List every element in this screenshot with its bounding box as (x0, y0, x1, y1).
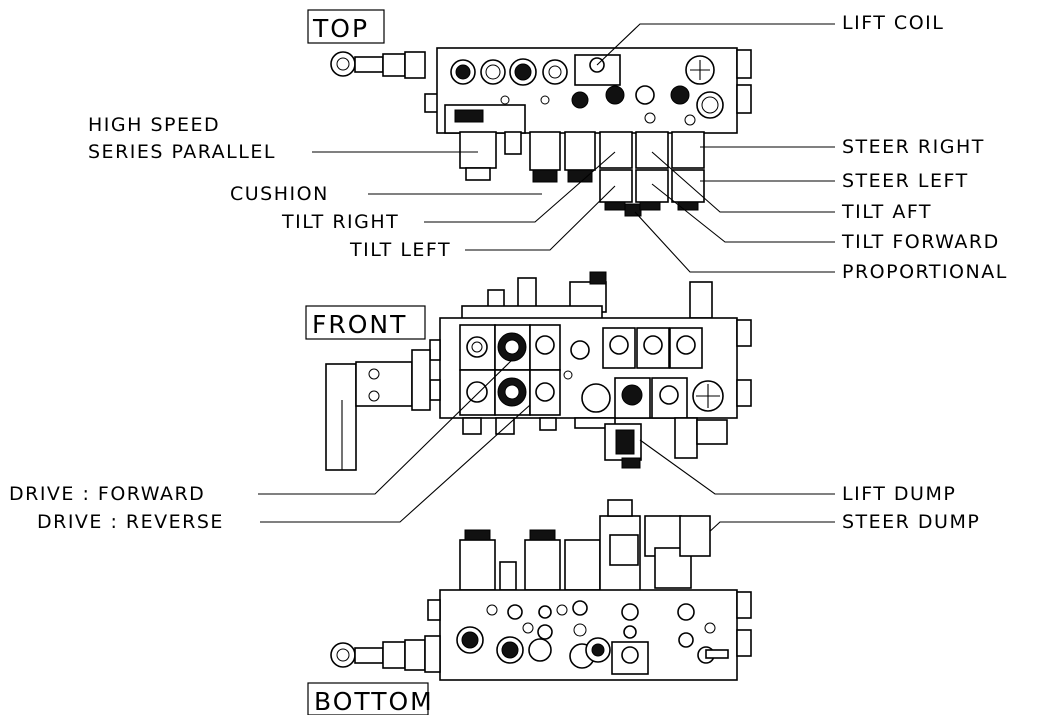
top-label-plate (454, 109, 484, 123)
top-view: TOP (307, 9, 752, 217)
callout-high-speed-line2: SERIES PARALLEL (88, 141, 276, 163)
callout-drive-forward: DRIVE : FORWARD (9, 483, 205, 505)
callout-steer-dump: STEER DUMP (842, 511, 980, 533)
callout-proportional: PROPORTIONAL (842, 261, 1008, 283)
front-left-bracket (325, 349, 431, 471)
bottom-view-label-box (307, 682, 429, 715)
callout-drive-reverse: DRIVE : REVERSE (37, 511, 224, 533)
callout-tilt-forward: TILT FORWARD (841, 231, 1000, 253)
front-view-label: FRONT (312, 310, 407, 339)
bottom-left-fitting (330, 635, 441, 673)
top-view-label: TOP (312, 14, 369, 43)
bottom-view-label: BOTTOM (314, 687, 434, 715)
callout-tilt-left: TILT LEFT (349, 239, 451, 261)
front-view-label-box (305, 305, 426, 340)
callout-steer-left: STEER LEFT (842, 170, 969, 192)
bottom-ports (456, 600, 729, 675)
front-callouts: DRIVE : FORWARD DRIVE : REVERSE LIFT DUM… (9, 359, 980, 571)
callout-cushion: CUSHION (230, 183, 329, 205)
top-ports (450, 54, 724, 126)
bottom-coils (459, 499, 711, 593)
callout-steer-right: STEER RIGHT (842, 136, 985, 158)
callout-high-speed-line1: HIGH SPEED (88, 114, 220, 136)
top-coils (459, 131, 705, 217)
top-view-label-box (307, 9, 385, 44)
top-left-fitting (330, 51, 440, 113)
callout-lift-dump: LIFT DUMP (842, 483, 956, 505)
front-coils (459, 324, 724, 419)
front-view: FRONT (305, 271, 752, 471)
callout-tilt-aft: TILT AFT (841, 201, 932, 223)
top-callouts: LIFT COIL HIGH SPEED SERIES PARALLEL CUS… (88, 12, 1008, 283)
callout-lift-coil: LIFT COIL (842, 12, 944, 34)
bottom-view: BOTTOM (307, 499, 752, 715)
callout-tilt-right: TILT RIGHT (281, 211, 399, 233)
